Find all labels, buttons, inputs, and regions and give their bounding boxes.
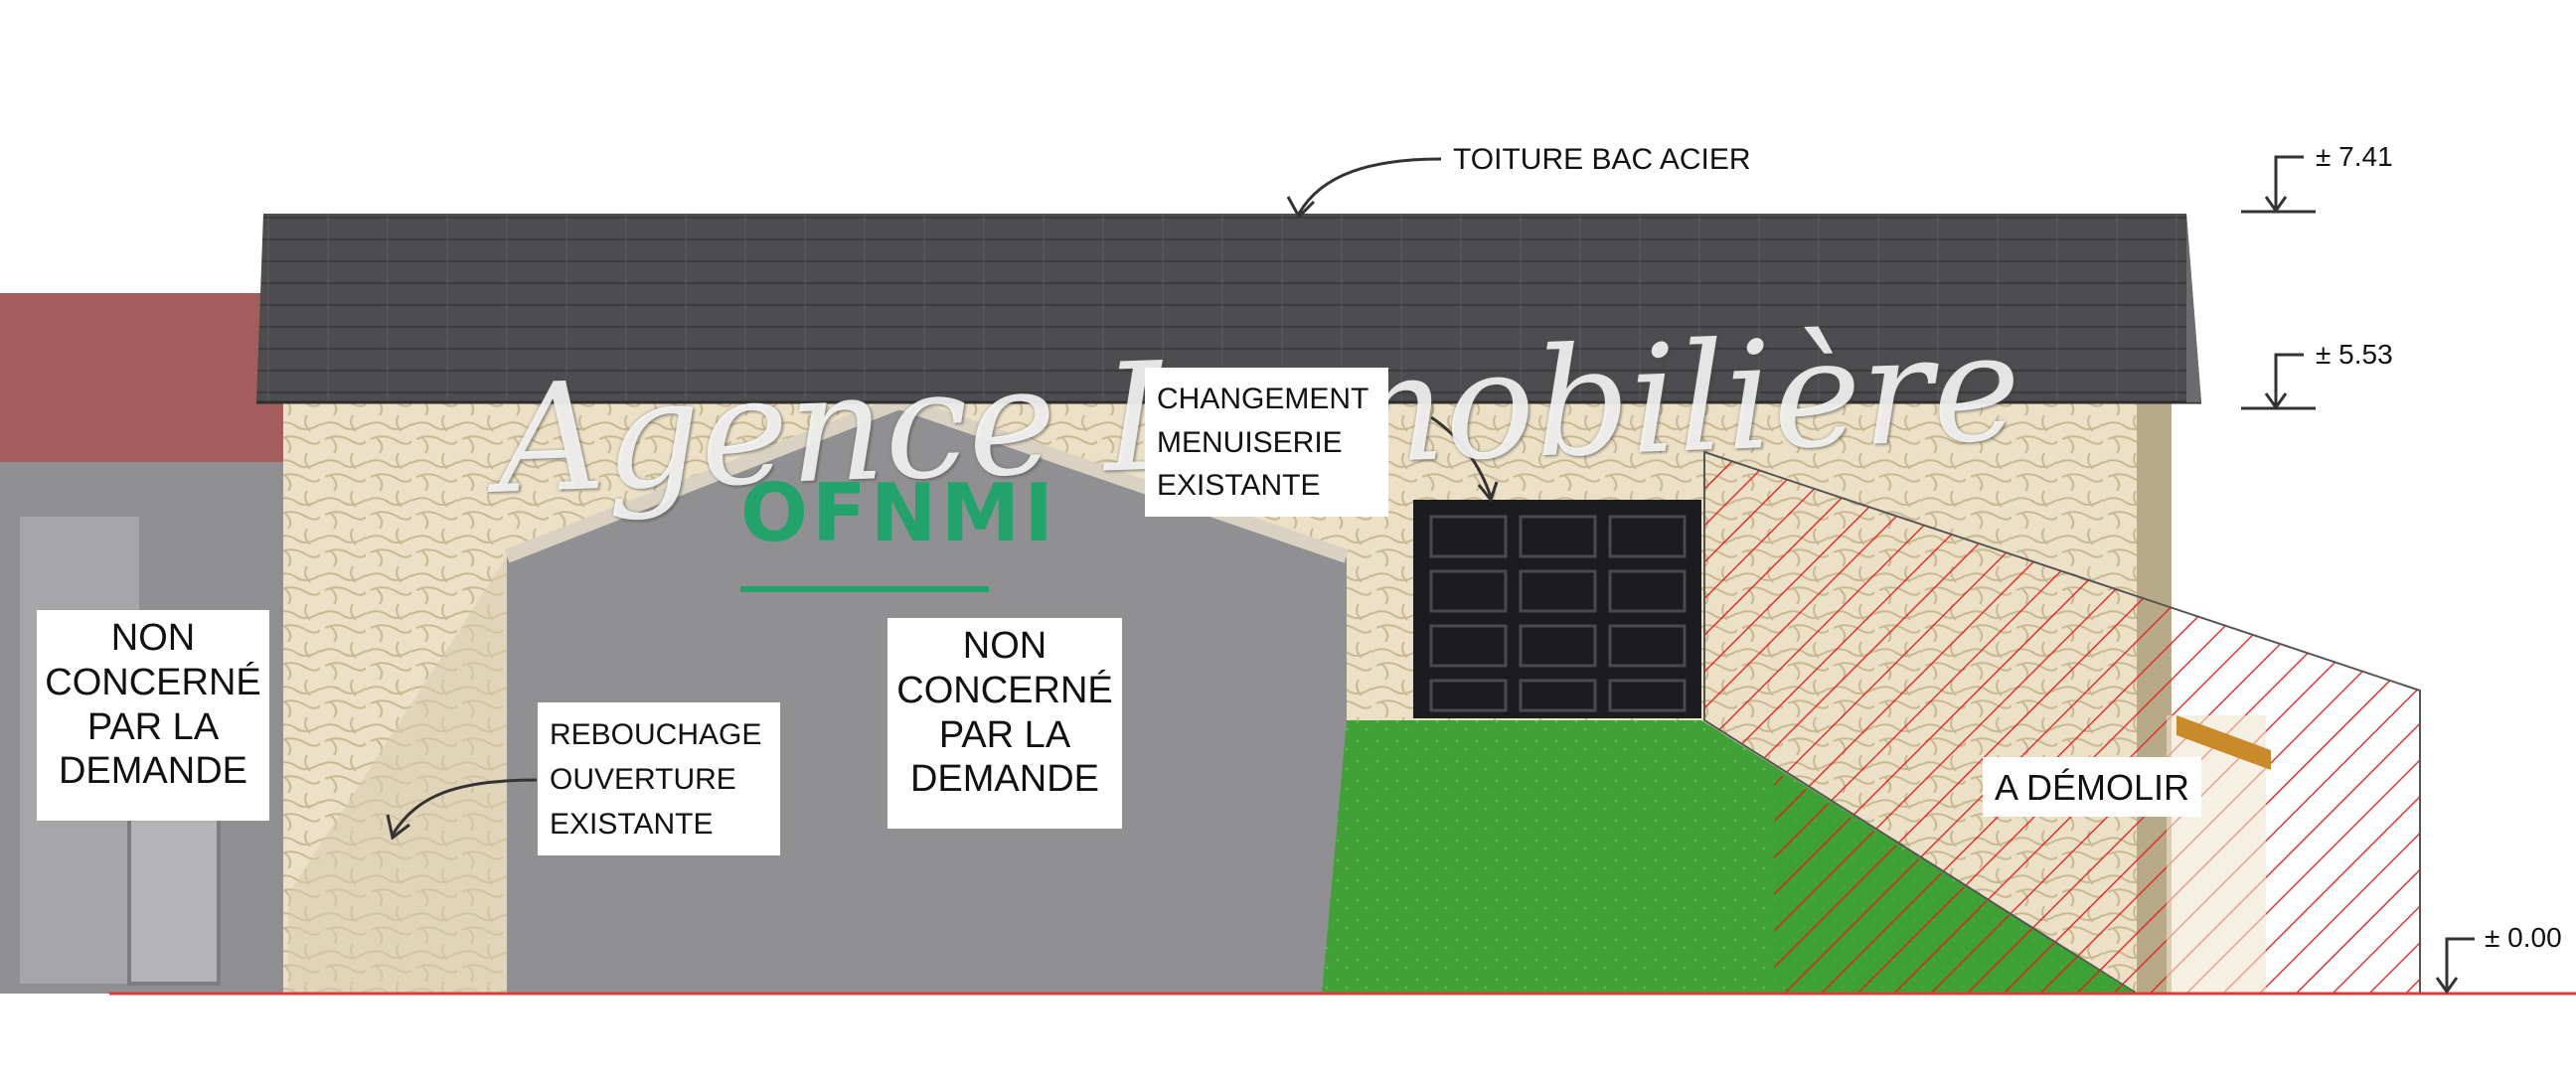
demolish-zone bbox=[1703, 450, 2421, 995]
level-top-label: ± 7.41 bbox=[2316, 141, 2393, 172]
label-line: DEMANDE bbox=[909, 758, 1100, 801]
level-ground-label: ± 0.00 bbox=[2485, 922, 2562, 953]
roof-label: TOITURE BAC ACIER bbox=[1453, 143, 1751, 176]
changement-label: CHANGEMENT MENUISERIE EXISTANTE bbox=[1145, 368, 1388, 517]
not-concerned-center-label: NON CONCERNÉ PAR LA DEMANDE bbox=[887, 618, 1122, 829]
level-eave-label: ± 5.53 bbox=[2316, 339, 2393, 370]
label-line: NON bbox=[962, 625, 1047, 667]
level-marker-ground bbox=[2435, 937, 2475, 995]
label-line: EXISTANTE bbox=[1157, 469, 1321, 502]
label-line: CHANGEMENT bbox=[1157, 383, 1369, 415]
label-line: OUVERTURE bbox=[550, 763, 736, 796]
brand-underline bbox=[740, 586, 989, 592]
rebouchage-label: REBOUCHAGE OUVERTURE EXISTANTE bbox=[538, 702, 780, 855]
door-leader-arrow bbox=[1430, 415, 1499, 504]
level-marker-top bbox=[2241, 155, 2316, 214]
label-line: CONCERNÉ bbox=[45, 661, 261, 703]
wall-shadow bbox=[288, 556, 507, 994]
label-line: REBOUCHAGE bbox=[550, 718, 762, 751]
level-marker-eave bbox=[2241, 353, 2316, 410]
demolish-label: A DÉMOLIR bbox=[1983, 757, 2201, 817]
garage-door bbox=[1413, 500, 1701, 718]
label-line: MENUISERIE bbox=[1157, 425, 1343, 459]
label-line: DEMANDE bbox=[58, 750, 248, 793]
label-line: CONCERNÉ bbox=[896, 669, 1113, 711]
rebouchage-leader-arrow bbox=[386, 778, 538, 841]
roof-leader-arrow bbox=[1286, 157, 1442, 220]
label-line: EXISTANTE bbox=[550, 808, 714, 841]
not-concerned-left-label: NON CONCERNÉ PAR LA DEMANDE bbox=[37, 610, 269, 821]
label-line: NON bbox=[110, 617, 196, 659]
label-line: PAR LA bbox=[86, 705, 220, 748]
label-line: PAR LA bbox=[938, 713, 1071, 756]
brand-logo: OFNMI bbox=[740, 467, 1057, 559]
